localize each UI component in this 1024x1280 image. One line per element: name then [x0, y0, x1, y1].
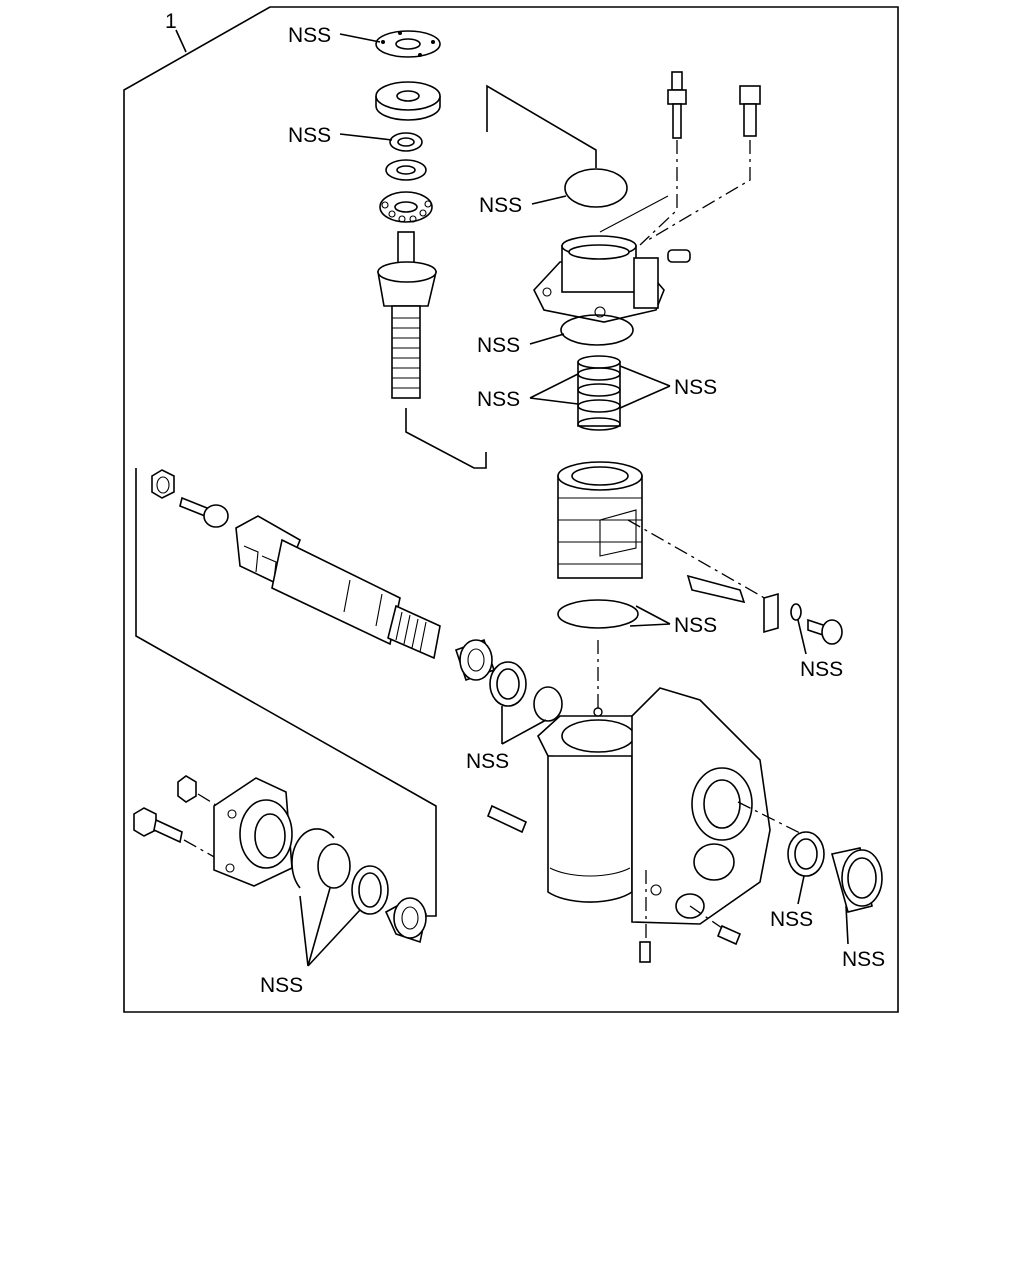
nss-leader-top-o-ring: [531, 195, 567, 205]
output-oil-seal: [787, 831, 825, 877]
side-cover-bolt: [133, 807, 183, 844]
output-dust-cover: [831, 847, 883, 913]
top-o-ring: [564, 168, 628, 208]
sector-needle-bearing: [454, 638, 496, 682]
nss-label-bolt-washer: NSS: [800, 658, 843, 681]
sector-shaft: [235, 515, 441, 660]
housing-plug-screw: [716, 924, 742, 946]
bolt-washer: [790, 603, 802, 621]
valve-housing: [533, 235, 665, 323]
nss-label-spool-rings-right: NSS: [674, 376, 717, 399]
housing-bottom-stud: [639, 941, 651, 963]
nss-label-top-o-ring: NSS: [479, 194, 522, 217]
side-cover-bolt-leader: [183, 839, 217, 859]
nss-leader-sector-seals: [501, 706, 547, 745]
valve-plug-screw: [667, 249, 691, 263]
top-ball-bearing: [379, 191, 433, 223]
nss-leader-side-cover-seals: [299, 887, 361, 967]
side-cover-nut-leader: [197, 793, 225, 811]
sector-oil-seal: [489, 661, 527, 707]
housing-right-leader: [737, 801, 807, 837]
assembly-callout-leader: [175, 29, 187, 53]
rack-guide-key: [686, 574, 746, 604]
valve-spool-rings: [577, 355, 621, 431]
side-cover: [213, 777, 293, 887]
lock-clip: [763, 592, 779, 634]
sector-backup-ring: [533, 686, 563, 722]
rack-piston: [557, 461, 643, 579]
nss-label-top-plate: NSS: [288, 24, 331, 47]
nss-label-spool-rings-left: NSS: [477, 388, 520, 411]
nss-leader-spool-rings-left: [529, 373, 579, 405]
valve-seal-ring: [560, 314, 634, 346]
valve-bolt-left: [639, 71, 687, 246]
nss-leader-bolt-washer: [797, 619, 807, 655]
side-cover-snap-ring: [291, 828, 335, 889]
top-bearing-race: [385, 159, 427, 181]
assembly-callout-number: 1: [165, 10, 177, 33]
adjuster-plug: [375, 81, 441, 121]
adjust-screw: [179, 496, 229, 528]
nss-leader-output-seal: [797, 875, 805, 905]
top-housing-leader: [486, 84, 597, 168]
sector-shaft-frame-leader: [135, 468, 437, 917]
nss-label-piston-ring: NSS: [674, 614, 717, 637]
nss-label-output-seal: NSS: [770, 908, 813, 931]
valve-bolt-right: [647, 85, 761, 241]
nss-leader-dust-cover: [845, 905, 849, 945]
side-cover-nut: [177, 775, 197, 803]
shaft-to-housing-leader: [405, 408, 487, 469]
side-cover-bearing-ring: [351, 865, 389, 915]
nss-leader-piston-ring: [629, 605, 671, 627]
worm-shaft: [377, 231, 438, 399]
nss-leader-spool-rings-right: [619, 365, 671, 409]
nss-label-valve-seal: NSS: [477, 334, 520, 357]
piston-ring: [557, 599, 639, 629]
housing-stud-left: [486, 804, 528, 834]
nss-leader-valve-seal: [529, 333, 565, 345]
nss-leader-top-seal: [339, 133, 393, 141]
nss-label-sector-seals: NSS: [466, 750, 509, 773]
adjust-nut: [151, 469, 175, 499]
top-oil-seal: [389, 132, 423, 152]
nss-leader-top-plate: [339, 33, 381, 43]
nss-label-side-cover-seals: NSS: [260, 974, 303, 997]
nss-label-top-seal: NSS: [288, 124, 331, 147]
top-cover-plate: [375, 30, 441, 58]
side-cover-seal: [317, 843, 351, 889]
side-cover-needle-bearing: [384, 897, 427, 944]
housing-plug-leader: [689, 905, 723, 929]
nss-label-dust-cover: NSS: [842, 948, 885, 971]
assembly-frame: [123, 6, 899, 1013]
clip-bolt: [807, 618, 843, 645]
gear-housing: [537, 687, 771, 925]
o-ring-to-housing-line: [599, 195, 669, 233]
